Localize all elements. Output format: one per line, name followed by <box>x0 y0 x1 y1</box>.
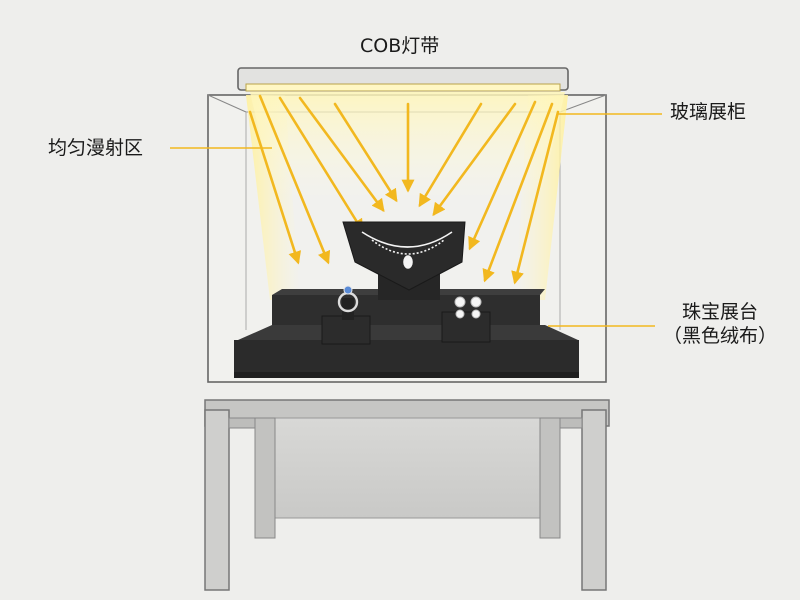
label-diffuse-zone: 均匀漫射区 <box>48 137 144 159</box>
stand-leg-back-left <box>254 417 276 539</box>
label-jewelry-platform: 珠宝展台 （黑色绒布） <box>663 300 777 348</box>
stand-leg-front-left <box>204 409 230 591</box>
earrings-icon <box>454 296 482 319</box>
ring-icon <box>337 285 359 313</box>
necklace-chain <box>361 231 453 248</box>
necklace-chain-detail <box>371 239 445 255</box>
stand-leg-front-right <box>581 409 607 591</box>
jewelry-platform <box>234 289 579 378</box>
light-ray <box>333 102 398 203</box>
label-glass-case: 玻璃展柜 <box>670 101 747 123</box>
glass-edge-top-right <box>559 94 607 113</box>
earring-top-right <box>470 296 482 308</box>
necklace-bust <box>342 221 466 300</box>
display-stand <box>204 399 610 591</box>
light-ray <box>432 102 517 217</box>
platform-lower-front <box>234 340 579 378</box>
earring-drop-left <box>455 309 465 319</box>
light-ray <box>468 100 537 251</box>
ring-holder <box>342 298 354 320</box>
light-ray <box>248 110 302 265</box>
earring-box-base <box>441 311 491 343</box>
earring-stand <box>441 296 491 343</box>
platform-lower-shadow <box>234 372 579 378</box>
earring-top-left <box>454 296 466 308</box>
cob-light-strip <box>237 67 569 92</box>
ring-gem <box>343 285 353 295</box>
label-cob-strip: COB灯带 <box>360 35 440 57</box>
stand-leg-back-right <box>539 417 561 539</box>
earring-drop-right <box>471 309 481 319</box>
glass-edge-top-left <box>207 94 247 113</box>
light-rays <box>248 94 560 285</box>
ring-box-base <box>321 315 371 345</box>
light-ray <box>258 94 331 265</box>
light-ray <box>278 96 364 233</box>
cob-emitter <box>245 83 561 92</box>
stand-back-panel <box>274 417 541 519</box>
platform-lower-top <box>238 325 578 340</box>
label-platform-line2: （黑色绒布） <box>663 325 778 347</box>
light-ray <box>298 96 385 213</box>
necklace-pendant <box>403 255 413 269</box>
leader-lines <box>170 113 662 327</box>
ring-stand <box>321 285 371 345</box>
label-platform-line1: 珠宝展台 <box>682 301 759 323</box>
light-ray <box>418 102 483 208</box>
necklace-icon <box>361 231 453 269</box>
light-ray <box>511 110 560 285</box>
light-ray <box>482 102 554 283</box>
